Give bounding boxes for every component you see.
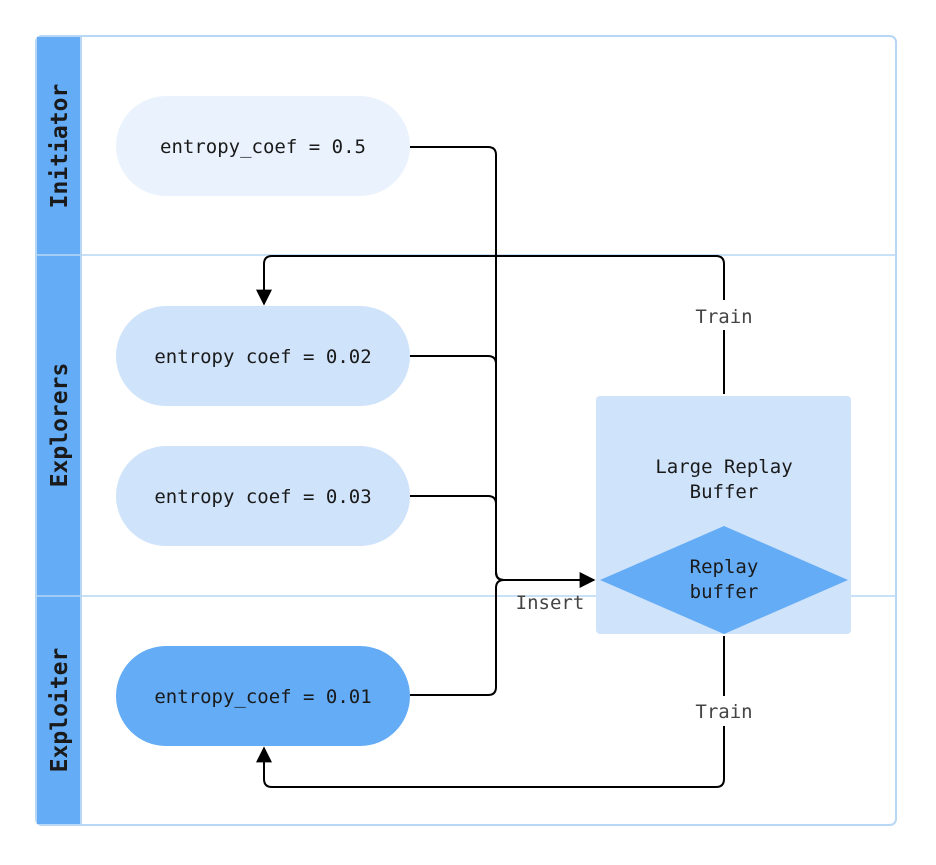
exploiter-node-label: entropy_coef = 0.01 <box>154 686 371 708</box>
lane-title-exploiter: Exploiter <box>47 648 73 773</box>
replay-buffer-label: Replay <box>690 556 759 578</box>
lane-title-initiator: Initiator <box>47 84 73 209</box>
explorer-node-2-label: entropy coef = 0.03 <box>154 486 371 508</box>
lane-header-initiator <box>37 37 81 255</box>
edge-label-train-bottom: Train <box>695 701 752 723</box>
initiator-node-label: entropy_coef = 0.5 <box>160 136 366 158</box>
large-replay-buffer-label: Large Replay <box>655 456 792 478</box>
explorer-node-2 <box>116 446 410 546</box>
edge-label-train-top: Train <box>695 306 752 328</box>
explorer-node-1 <box>116 306 410 406</box>
lane-header-exploiter <box>37 596 81 824</box>
replay-buffer-label: buffer <box>690 581 759 603</box>
edge-train-to-explorers <box>256 255 725 394</box>
lane-header-explorers <box>37 255 81 596</box>
edge-exploiter-to-buffer <box>410 579 594 696</box>
edge-train-to-exploiter <box>256 636 725 788</box>
initiator-node <box>116 96 410 196</box>
edge-label-insert: Insert <box>516 592 585 614</box>
lane-title-explorers: Explorers <box>47 363 73 488</box>
explorer-node-1-label: entropy coef = 0.02 <box>154 346 371 368</box>
exploiter-node <box>116 646 410 746</box>
replay-buffer-diamond <box>600 526 848 634</box>
large-replay-buffer-label: Buffer <box>690 481 759 503</box>
